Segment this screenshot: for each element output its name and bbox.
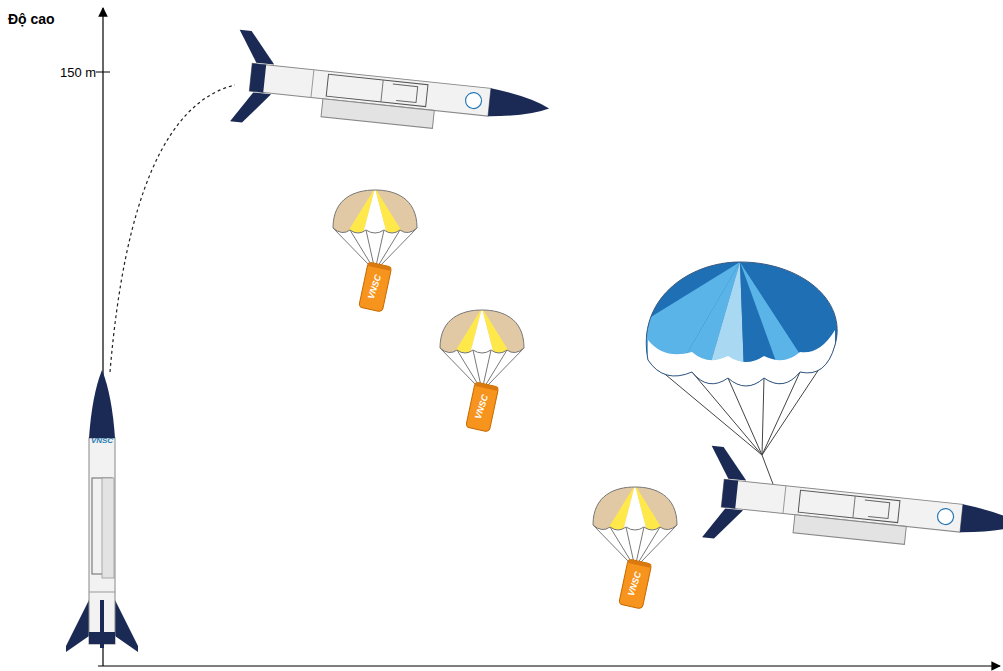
rocket-vertical — [66, 370, 138, 652]
can-parachute — [590, 485, 680, 609]
distance-axis — [98, 665, 1000, 666]
axis-value: 150 m — [60, 66, 96, 79]
trajectory-line — [110, 85, 235, 372]
can-parachute — [437, 308, 527, 432]
axis-title: Độ cao — [8, 12, 55, 26]
rocket-apogee — [230, 30, 554, 155]
rocket-parachute — [630, 255, 860, 492]
rocket-descending — [702, 446, 1003, 571]
rocket-logo: VNSC — [91, 437, 113, 445]
axis-tick — [96, 72, 110, 73]
can-parachute — [330, 188, 420, 312]
